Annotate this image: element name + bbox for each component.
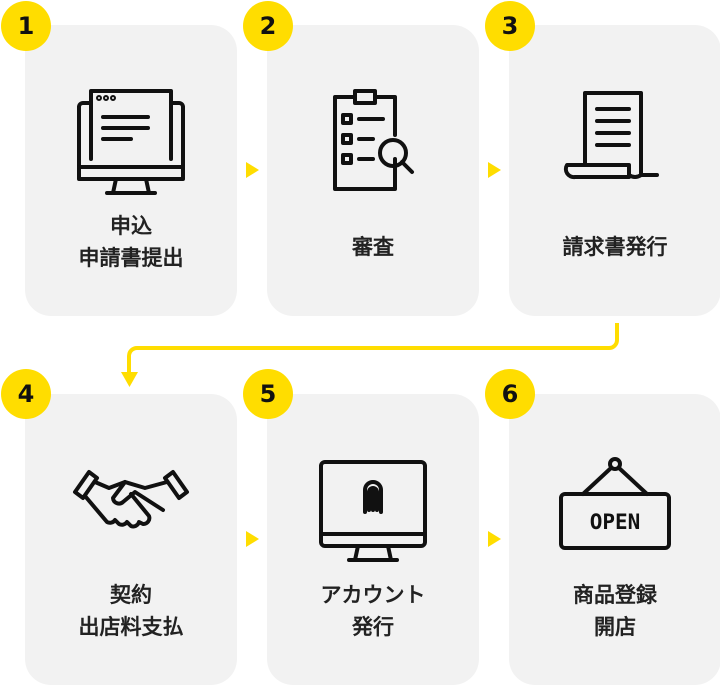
next-arrow-icon [488, 531, 501, 547]
monitor-account-icon [319, 460, 427, 562]
step-label-line1: 請求書発行 [562, 235, 668, 259]
invoice-icon [563, 91, 659, 180]
next-arrow-icon [246, 162, 259, 178]
step-card-2: 審査 [267, 25, 479, 316]
step-label-line1: アカウント [320, 583, 426, 607]
step-number-badge: 4 [1, 369, 51, 419]
next-arrow-icon [246, 531, 259, 547]
step-number-badge: 3 [485, 1, 535, 51]
next-arrow-icon [488, 162, 501, 178]
step-number-badge: 2 [243, 1, 293, 51]
step-card-3: 請求書発行 [509, 25, 720, 316]
step-number-badge: 1 [1, 1, 51, 51]
step-number-badge: 5 [243, 369, 293, 419]
step-label-line1: 申込 [110, 214, 152, 238]
step-label-line1: 審査 [352, 235, 394, 259]
open-sign-icon: OPEN [559, 457, 671, 550]
step-number-badge: 6 [485, 369, 535, 419]
monitor-document-icon [77, 89, 185, 195]
step-card-6: OPEN 商品登録開店 [509, 394, 720, 685]
step-card-1: 申込申請書提出 [25, 25, 237, 316]
step-label-line2: 発行 [352, 615, 394, 639]
step-label-line2: 申請書提出 [78, 246, 184, 270]
handshake-icon [73, 470, 189, 529]
step-label-line2: 開店 [594, 615, 636, 639]
step-label-line1: 契約 [110, 583, 152, 607]
step-label-line1: 商品登録 [573, 583, 657, 607]
step-card-5: アカウント発行 [267, 394, 479, 685]
step-card-4: 契約出店料支払 [25, 394, 237, 685]
open-sign-text: OPEN [590, 510, 641, 534]
step-label-line2: 出店料支払 [78, 615, 184, 639]
clipboard-search-icon [333, 89, 414, 191]
